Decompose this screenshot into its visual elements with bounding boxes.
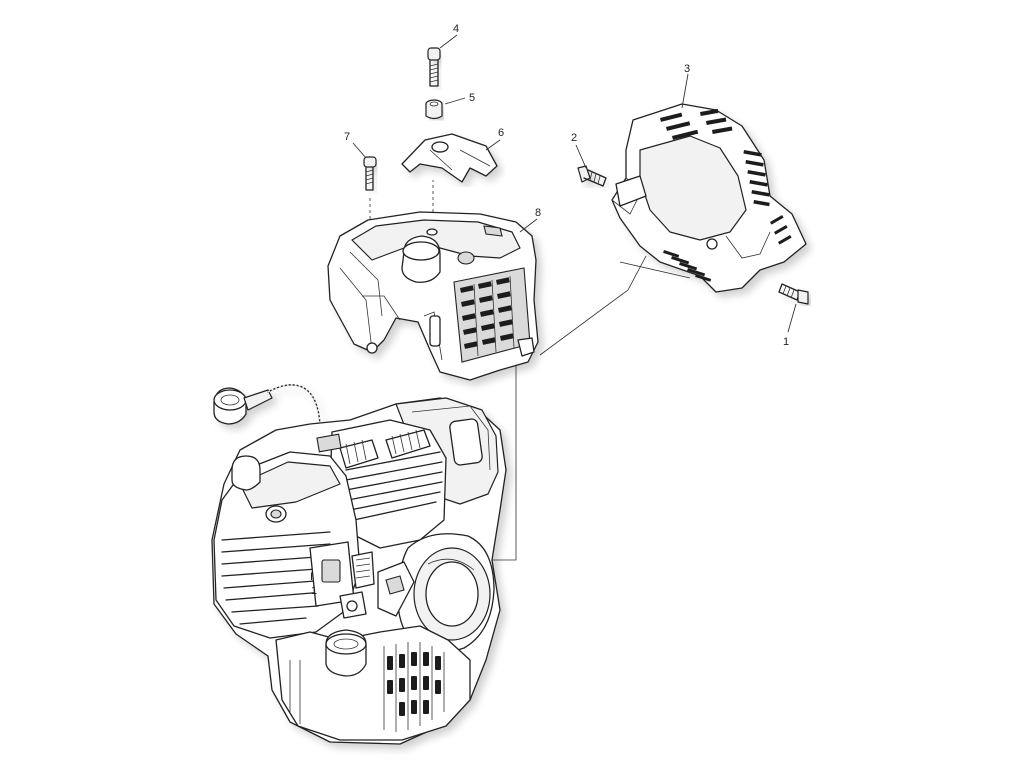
callout-1: 1 xyxy=(783,336,789,348)
callout-4: 4 xyxy=(453,23,459,35)
callout-7: 7 xyxy=(344,131,350,143)
callout-8: 8 xyxy=(535,207,541,219)
callout-6: 6 xyxy=(498,127,504,139)
bracket-part-6 xyxy=(401,133,498,183)
screw-part-2 xyxy=(577,165,607,187)
screw-part-4 xyxy=(427,47,441,87)
callout-numbers: 1 2 3 4 5 6 7 8 xyxy=(344,23,789,348)
rear-cover-part-3 xyxy=(611,103,807,293)
engine-assembly: I 1 xyxy=(211,384,507,745)
callout-2: 2 xyxy=(571,132,577,144)
callout-5: 5 xyxy=(469,92,475,104)
switch-marking-bottom: 1 xyxy=(311,585,317,597)
callout-3: 3 xyxy=(684,63,690,75)
screw-part-7 xyxy=(363,156,377,191)
screw-part-1 xyxy=(778,283,809,305)
switch-marking-top: I xyxy=(310,571,313,583)
collar-part-5 xyxy=(425,99,443,120)
cylinder-cover-part-8 xyxy=(327,211,539,381)
callout-leaders xyxy=(352,34,797,333)
